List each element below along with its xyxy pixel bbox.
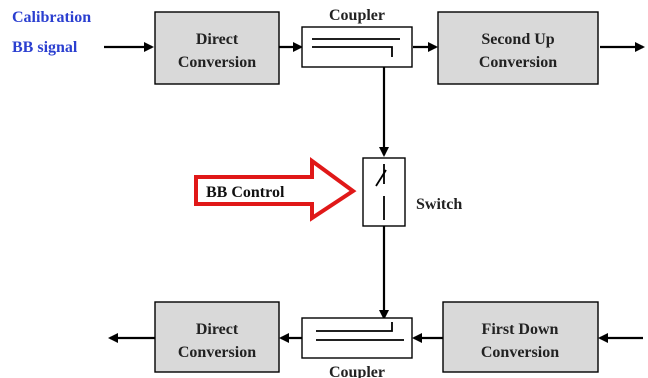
second-up-line1: Second Up — [481, 31, 554, 48]
first-down-line2: Conversion — [481, 344, 559, 361]
first-down-conversion-block: First Down Conversion — [442, 301, 599, 373]
bb-control-arrow: BB Control — [194, 157, 357, 222]
switch-label: Switch — [416, 196, 462, 213]
bb-control-label: BB Control — [206, 184, 285, 201]
direct-top-line2: Conversion — [178, 54, 256, 71]
coupler-top — [301, 26, 413, 68]
coupler-bottom-label: Coupler — [329, 364, 385, 378]
first-down-line1: First Down — [482, 321, 559, 338]
direct-top-line1: Direct — [196, 31, 239, 48]
direct-bottom-line2: Conversion — [178, 344, 256, 361]
coupler-bottom — [301, 317, 413, 359]
input-label-line1: Calibration — [12, 9, 91, 26]
direct-conversion-block-bottom: Direct Conversion — [154, 301, 280, 373]
coupler-top-label: Coupler — [329, 7, 385, 24]
direct-conversion-block-top: Direct Conversion — [154, 11, 280, 85]
switch — [362, 157, 406, 227]
direct-bottom-line1: Direct — [196, 321, 239, 338]
second-up-conversion-block: Second Up Conversion — [437, 11, 599, 85]
input-label-line2: BB signal — [12, 39, 78, 56]
second-up-line2: Conversion — [479, 54, 557, 71]
